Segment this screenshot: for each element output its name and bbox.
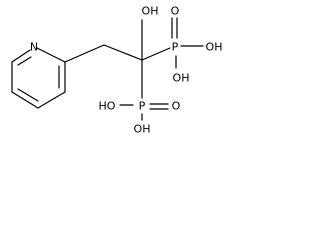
atom-o-upper: O <box>171 5 180 18</box>
atom-oh-upper-right: OH <box>206 41 223 54</box>
bond-n-c2 <box>36 47 66 63</box>
atom-p-lower: P <box>139 100 146 113</box>
atom-oh-top: OH <box>142 5 159 18</box>
bond-c4-c5 <box>11 91 39 109</box>
atom-p-upper: P <box>172 41 179 54</box>
bond-ch2-cq <box>103 44 143 61</box>
atom-o-lower: O <box>172 100 181 113</box>
bond-cq-p-upper <box>141 47 171 61</box>
pyridine-ring <box>11 47 66 109</box>
atom-n: N <box>30 41 38 54</box>
double-bond-c4-c5 <box>17 88 39 102</box>
structure-diagram: N OH P O OH OH P O HO OH <box>11 5 223 136</box>
bond-c6-n <box>11 49 31 63</box>
double-bond-c6-n <box>17 56 32 66</box>
bond-ring-ch2 <box>64 44 105 63</box>
molecule-canvas: N OH P O OH OH P O HO OH <box>0 0 230 138</box>
atom-oh-lower-bottom: OH <box>134 123 151 136</box>
atom-ho-lower-left: HO <box>99 100 116 113</box>
atom-oh-upper-bottom: OH <box>173 72 190 85</box>
bond-c3-c4 <box>37 91 66 109</box>
